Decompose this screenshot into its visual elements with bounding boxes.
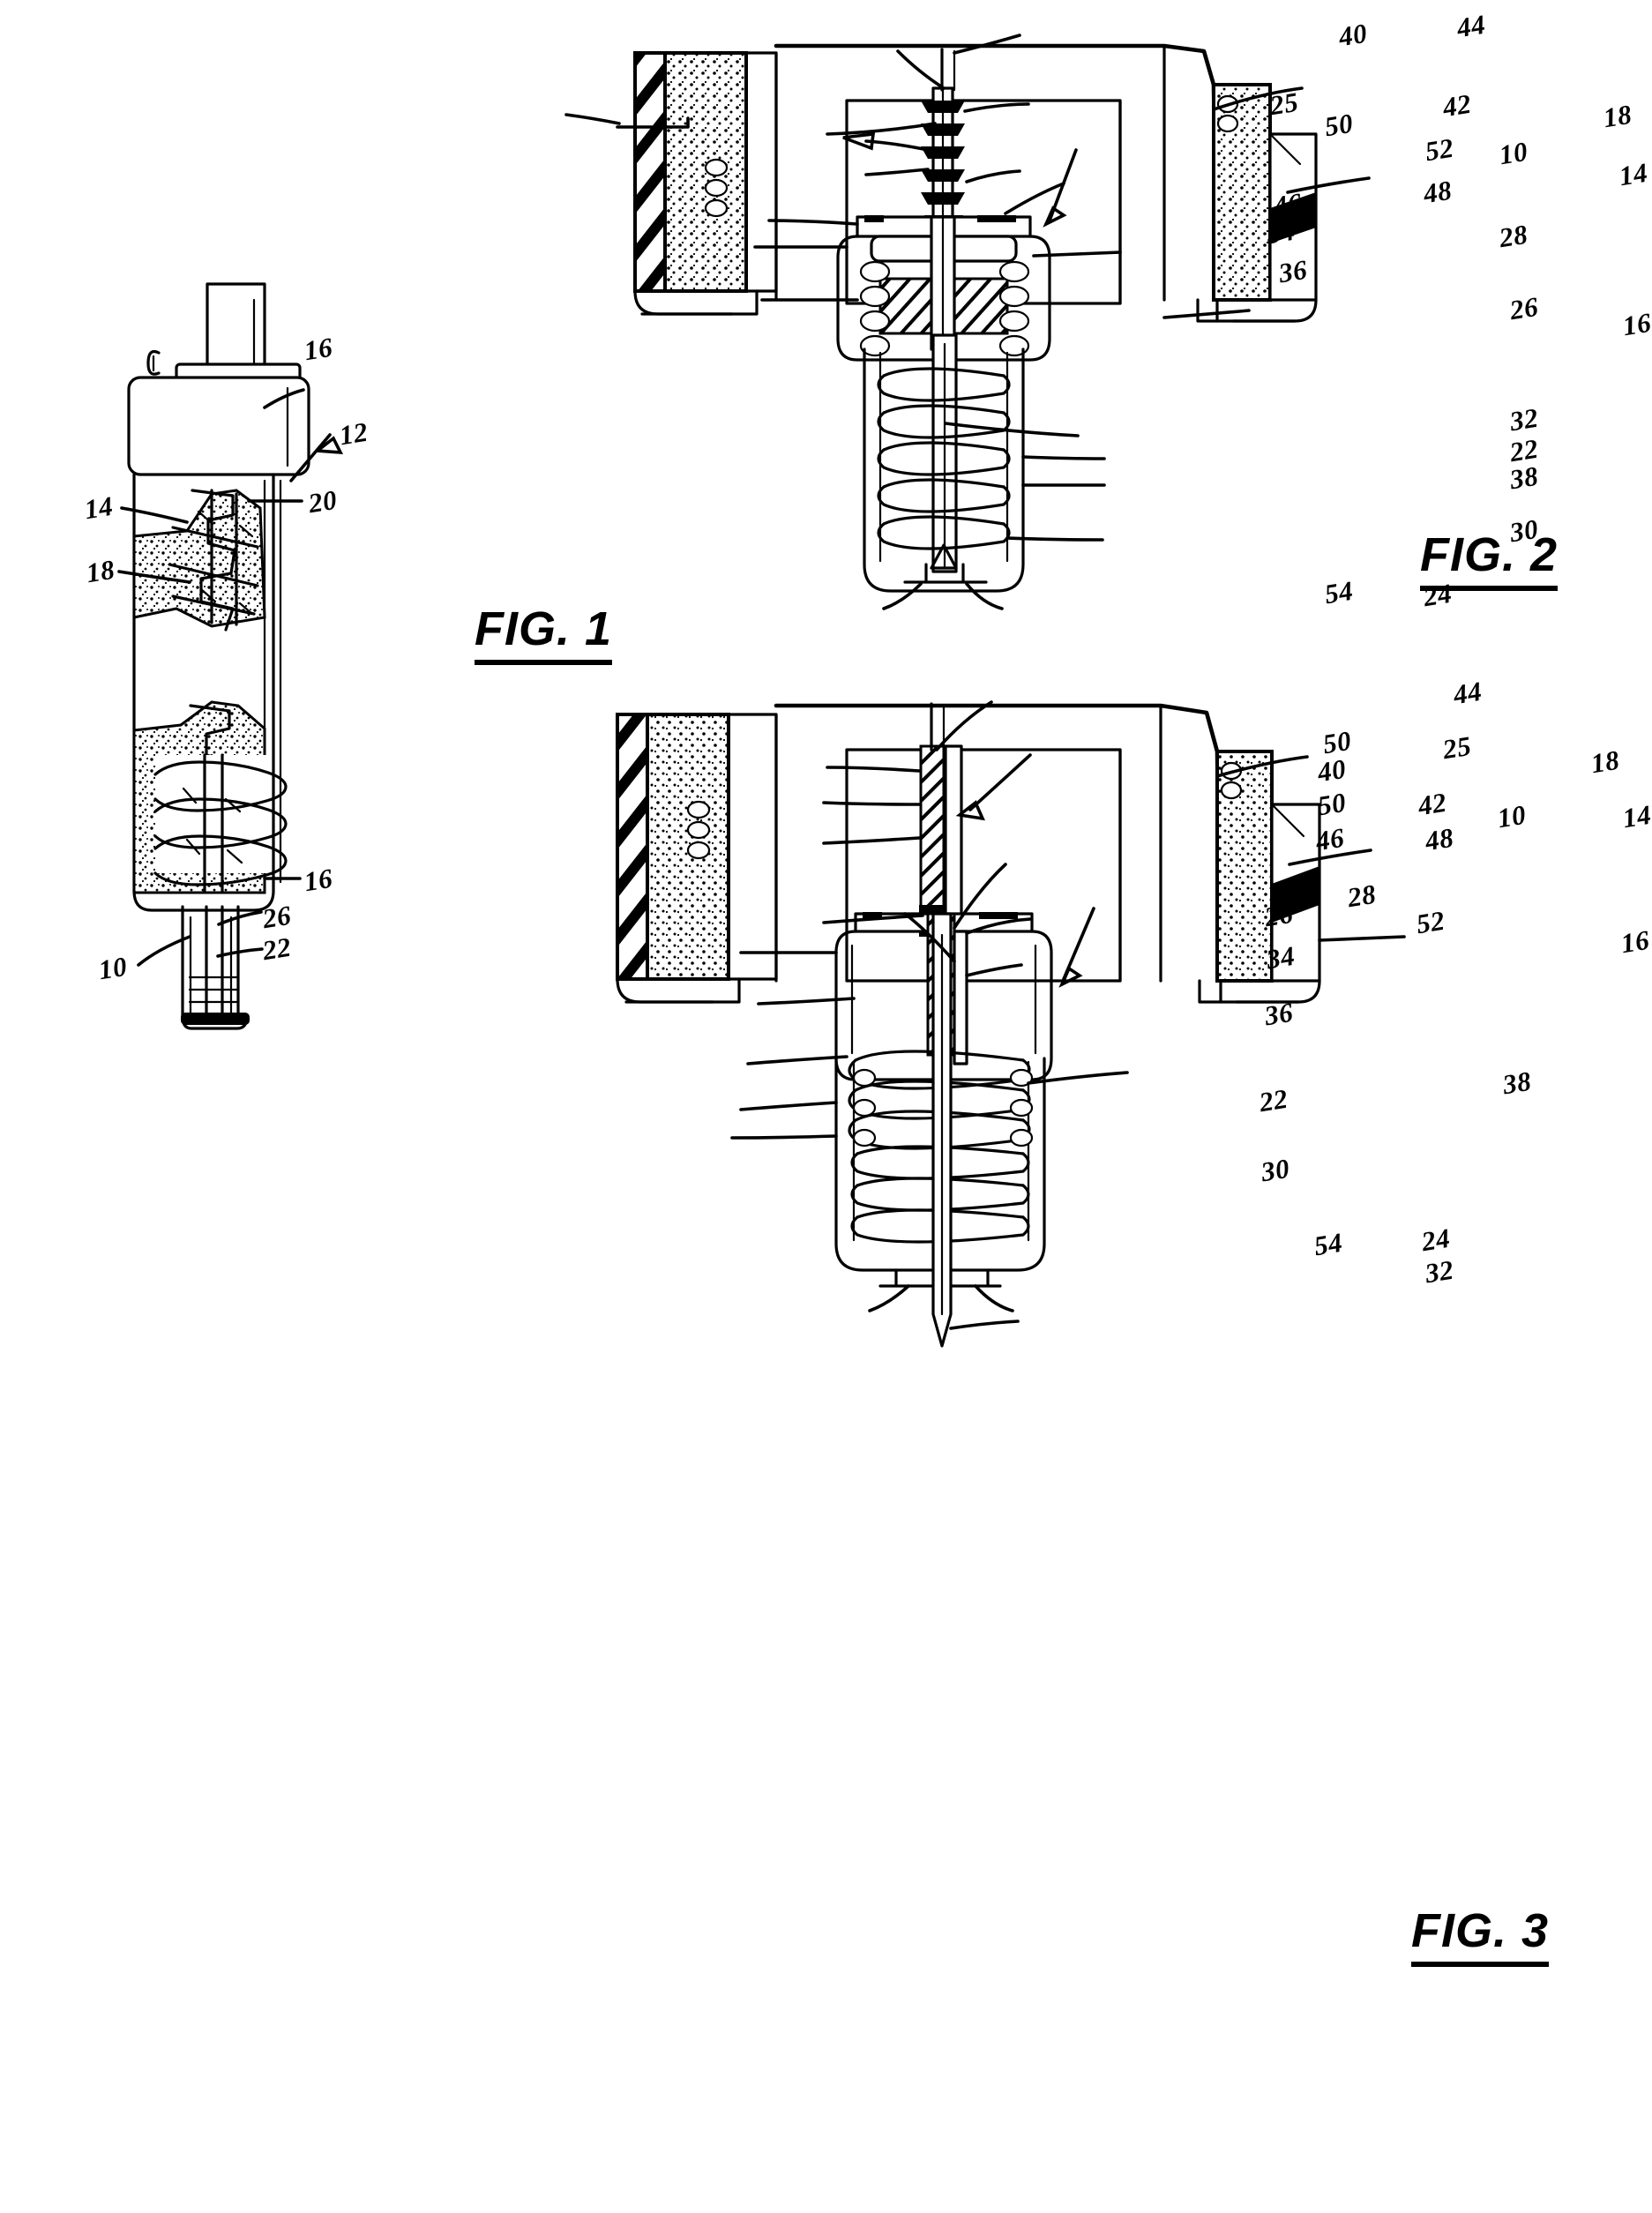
fig3-spring-ends (852, 1068, 1034, 1148)
fig3-ref-54: 54 (1312, 1226, 1345, 1262)
fig2-ref-44: 44 (1454, 8, 1488, 44)
fig2-thread-crests (921, 101, 965, 226)
fig2-ref-54: 54 (1322, 574, 1356, 610)
fig3-ref-40: 40 (1315, 752, 1349, 789)
fig2-ref-28: 28 (1497, 218, 1530, 254)
fig2-cross-member (940, 48, 956, 92)
fig3-needle (931, 912, 953, 1348)
fig1-ref-18: 18 (84, 553, 117, 589)
fig1-ref-12: 12 (337, 415, 370, 452)
fig1-joint-region (132, 489, 266, 632)
fig2-ref-16: 16 (1620, 306, 1652, 342)
fig1-ref-16-top: 16 (302, 331, 335, 367)
fig2-ref-40: 40 (1336, 17, 1370, 53)
fig3-ref-34: 34 (1264, 939, 1297, 976)
fig1-ref-10: 10 (96, 950, 130, 986)
fig1-ref-14: 14 (82, 490, 116, 526)
fig2-right-coil-edge (1216, 94, 1239, 133)
fig3-ref-44: 44 (1451, 675, 1484, 711)
fig3-ref-48: 48 (1423, 821, 1456, 857)
fig3-ref-16: 16 (1618, 923, 1652, 960)
fig3-right-wall (774, 703, 1321, 1004)
fig2-threaded-shaft (921, 86, 965, 258)
fig3-left-wall (616, 713, 778, 1004)
fig2-carrier-spring (859, 260, 1030, 357)
fig3-ref-22: 22 (1257, 1082, 1290, 1118)
fig2-caption: FIG. 2 (1420, 527, 1559, 591)
fig3-ref-26: 26 (1262, 897, 1296, 933)
fig3-caption: FIG. 3 (1411, 1903, 1550, 1967)
fig2-ref-10: 10 (1497, 135, 1530, 171)
fig2-left-wall (633, 51, 778, 316)
fig2-ref-34: 34 (1264, 214, 1297, 250)
fig1-cap (127, 376, 310, 476)
fig1-ref-22: 22 (260, 931, 294, 967)
fig2-ref-48: 48 (1421, 174, 1454, 210)
fig2-ref-18: 18 (1601, 98, 1634, 134)
fig1-caption: FIG. 1 (475, 602, 613, 665)
fig3-ref-46: 46 (1313, 821, 1347, 857)
fig2-left-coil-edge (704, 158, 729, 218)
fig2-ref-38: 38 (1507, 460, 1541, 496)
fig1-ref-26: 26 (260, 899, 294, 935)
fig3-barrel-spring (850, 1145, 1030, 1244)
fig3-ref-36: 36 (1262, 996, 1296, 1032)
fig3-ref-42: 42 (1416, 786, 1449, 822)
fig2-right-wall (774, 43, 1318, 323)
fig3-ref-25: 25 (1440, 729, 1474, 766)
fig1-ref-20: 20 (306, 483, 340, 520)
fig3-ref-24: 24 (1419, 1222, 1453, 1258)
fig3-ref-10: 10 (1495, 798, 1529, 834)
figure-2-drawing (564, 34, 1371, 610)
fig3-ref-28: 28 (1345, 878, 1379, 914)
fig2-ref-26: 26 (1507, 290, 1541, 326)
fig2-ref-25: 25 (1267, 86, 1301, 122)
fig2-ref-50: 50 (1322, 107, 1356, 143)
fig3-threaded-shaft (919, 744, 963, 937)
fig3-ref-32: 32 (1423, 1253, 1456, 1290)
figure-1-drawing (117, 282, 344, 1030)
fig1-top-stem (146, 282, 302, 382)
fig2-ref-52: 52 (1423, 131, 1456, 168)
fig2-ref-30: 30 (1507, 512, 1541, 549)
fig2-barrel (863, 333, 1025, 593)
fig3-ref-18: 18 (1588, 744, 1622, 780)
fig3-ref-38: 38 (1500, 1065, 1534, 1101)
fig2-ref-14: 14 (1617, 156, 1650, 192)
fig3-interior (774, 706, 1162, 983)
fig2-ref-36: 36 (1276, 253, 1310, 289)
fig2-barrel-spring (877, 367, 1011, 550)
figure-3-drawing (616, 700, 1406, 1348)
fig3-ref-52: 52 (1414, 904, 1447, 940)
fig2-ref-24: 24 (1421, 577, 1454, 613)
fig3-ref-30: 30 (1259, 1152, 1292, 1188)
fig3-ref-50b: 50 (1315, 786, 1349, 822)
fig1-leaders (117, 388, 344, 967)
fig3-leaders (730, 700, 1406, 1330)
fig2-ref-42: 42 (1440, 87, 1474, 123)
fig3-left-coil-edge (686, 800, 711, 860)
fig1-spring-region (132, 700, 288, 894)
fig2-interior (774, 46, 1166, 305)
fig3-ref-14: 14 (1620, 798, 1652, 834)
fig2-leaders (564, 34, 1371, 610)
fig1-bottom (132, 889, 275, 1030)
fig1-ref-16-bot: 16 (302, 862, 335, 898)
fig1-coil-spring (153, 760, 288, 886)
